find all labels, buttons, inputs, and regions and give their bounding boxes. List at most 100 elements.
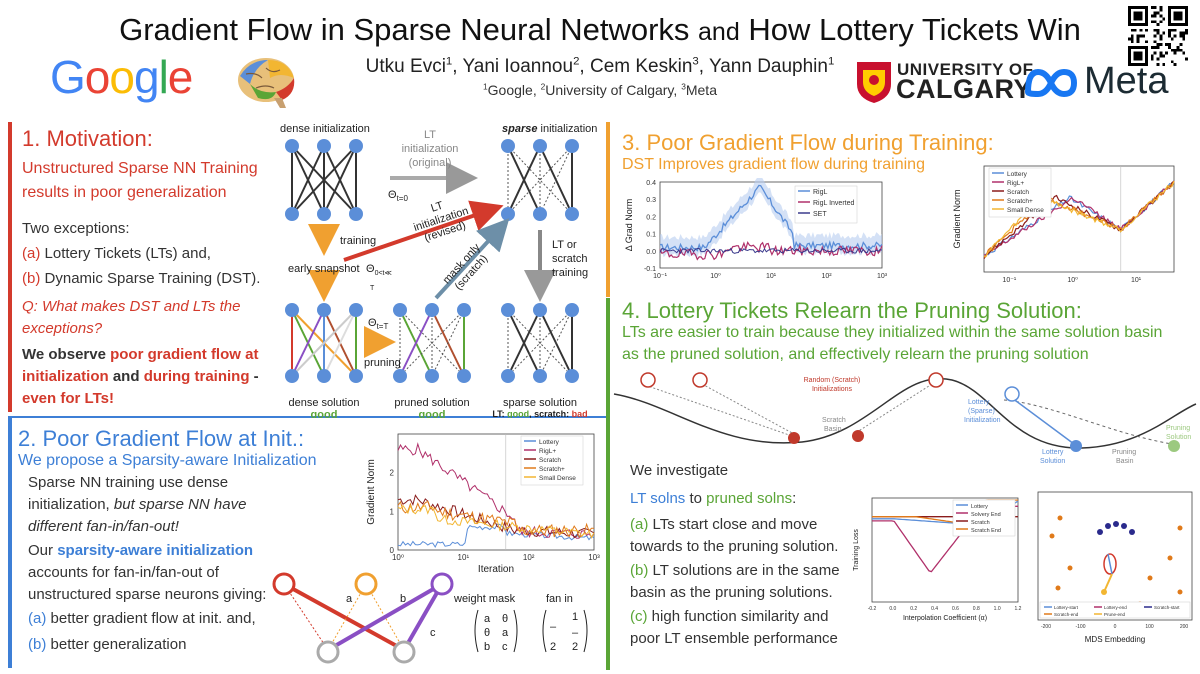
series-line <box>659 247 883 255</box>
sec4-item-a-2: towards to the pruning solution. <box>630 538 839 555</box>
series-line <box>983 181 1175 258</box>
x-tick-label: 1.0 <box>994 606 1001 612</box>
lt-or-label-2: scratch <box>552 253 587 265</box>
sec4-item-b-1: (b) LT solutions are in the same <box>630 562 840 579</box>
theta-T-label: Θt=T <box>368 317 388 331</box>
pruned-solution-network <box>393 303 471 383</box>
y-tick-label: 2 <box>390 469 395 478</box>
scatter-point-scratch-start <box>1097 529 1103 535</box>
svg-text:Lottery: Lottery <box>968 399 990 406</box>
y-tick-label: 0.1 <box>646 232 656 239</box>
x-tick-label: 1.2 <box>1015 606 1022 612</box>
legend-label: Scratch <box>539 457 561 464</box>
lt-or-label-3: training <box>552 267 588 279</box>
legend-label: Small Dense <box>1007 207 1044 214</box>
author-name: Utku Evci <box>365 56 446 77</box>
affil-name: Google <box>487 82 533 98</box>
sec1-subtitle-1: Unstructured Sparse NN Training <box>22 160 258 177</box>
affiliation-list: 1Google, 2University of Calgary, 3Meta <box>483 81 717 98</box>
x-axis-label: Interpolation Coefficient (α) <box>903 615 987 622</box>
sec2-subtitle: We propose a Sparsity-aware Initializati… <box>18 452 317 469</box>
edge-c-label: c <box>430 627 436 639</box>
mask-only-arrow <box>434 218 510 300</box>
x-tick-label: 10² <box>523 553 535 562</box>
affil-sup: 3 <box>681 81 686 92</box>
lt-or-label-1: LT or <box>552 239 577 251</box>
meta-infinity-icon <box>1025 68 1078 98</box>
sec1-two-exceptions: Two exceptions: <box>22 220 130 237</box>
sec1-title: 1. Motivation: <box>22 126 153 151</box>
legend-label: RigL Inverted <box>813 200 854 207</box>
svg-text:Pruning: Pruning <box>1112 449 1136 456</box>
y-tick-label: 0.3 <box>646 197 656 204</box>
sec1-question-1: Q: What makes DST and LTs the <box>22 298 241 315</box>
brain-icon <box>238 58 295 108</box>
sec4-item-b-2: basin as the pruning solutions. <box>630 584 833 601</box>
scatter-point-scratch-end <box>1147 575 1153 581</box>
y-axis-label: Gradient Norm <box>952 189 962 248</box>
legend-label: Lottery <box>971 504 988 510</box>
scatter-point-scratch-end <box>1057 515 1063 521</box>
sec1-item-a: (a) Lottery Tickets (LTs) and, <box>22 245 211 262</box>
svg-text:c: c <box>502 641 508 653</box>
lottery-path <box>1107 553 1113 575</box>
lt-orig-label-1: LT <box>424 129 436 141</box>
sec4-subtitle-1: LTs are easier to train because they ini… <box>622 324 1163 341</box>
legend-label: RigL+ <box>1007 180 1024 187</box>
legend-box <box>794 185 858 224</box>
sec1-item-b: (b) Dynamic Sparse Training (DST). <box>22 270 261 287</box>
legend-label: Scratch-end <box>1054 612 1079 617</box>
svg-text:Random (Scratch): Random (Scratch) <box>804 377 861 384</box>
series-line <box>983 180 1175 256</box>
author-sup: 1 <box>445 55 453 68</box>
early-snapshot-label: early snapshot <box>288 263 360 275</box>
dense-solution-network <box>285 303 363 383</box>
x-tick-label: 0 <box>1114 624 1117 630</box>
sec1-observation-3: even for LTs! <box>22 390 114 407</box>
sec2-p1-line1: Sparse NN training use dense <box>28 474 229 491</box>
svg-text:Solution: Solution <box>1040 458 1065 465</box>
y-tick-label: 0.0 <box>646 249 656 256</box>
legend-label: Prune-end <box>1104 612 1126 617</box>
lt-revised-arrow <box>343 200 504 262</box>
sec4-bar <box>606 298 610 670</box>
x-tick-label: 200 <box>1180 624 1189 630</box>
sec3-title: 3. Poor Gradient Flow during Training: <box>622 130 994 155</box>
plot-frame <box>1037 491 1193 621</box>
svg-text:Solution: Solution <box>1166 434 1191 441</box>
scatter-point-scratch-start <box>1129 529 1135 535</box>
legend-label: Scratch End <box>971 528 1001 534</box>
legend-label: RigL+ <box>539 448 556 455</box>
y-axis-label: Training Loss <box>853 529 860 571</box>
svg-text:b: b <box>484 641 490 653</box>
x-tick-label: 0.8 <box>973 606 980 612</box>
svg-text:a: a <box>502 627 509 639</box>
qr-code[interactable] <box>1128 6 1188 66</box>
series-line <box>397 504 595 539</box>
sec2-p1-line3: different fan-in/fan-out! <box>28 518 179 535</box>
series-line <box>659 240 883 261</box>
theta-mid-label: Θ0<t≪ <box>366 263 392 277</box>
sec4-item-c-2: poor LT ensemble performance <box>630 630 838 647</box>
svg-text:2: 2 <box>550 641 556 653</box>
y-tick-label: 0.2 <box>646 214 656 221</box>
legend-label: RigL <box>813 189 828 196</box>
sparse-init-label: sparse initialization <box>502 123 597 135</box>
x-tick-label: -200 <box>1041 624 1051 630</box>
sec2-p2-line2: accounts for fan-in/fan-out of <box>28 564 219 581</box>
scatter-point-scratch-end <box>1055 585 1061 591</box>
svg-text:Basin: Basin <box>824 426 842 433</box>
author-sup: 2 <box>573 55 580 68</box>
x-tick-label: 0.6 <box>952 606 959 612</box>
x-tick-label: 10⁻¹ <box>1002 277 1016 284</box>
sec1-observation-2: initialization and during training - <box>22 368 259 385</box>
pruned-good-label: good <box>419 409 446 418</box>
svg-text:–: – <box>550 621 557 633</box>
x-tick-label: -0.2 <box>868 606 877 612</box>
calgary-logo-line1: UNIVERSITY OF <box>897 60 1034 79</box>
sec3-subtitle: DST Improves gradient flow during traini… <box>622 156 925 173</box>
